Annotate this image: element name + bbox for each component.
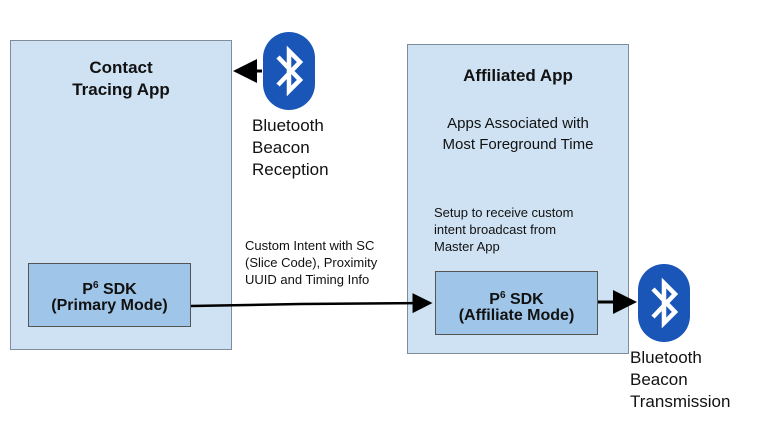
custom-intent-label-line3: UUID and Timing Info [245,272,370,287]
affiliated-app-setup-note: Setup to receive custom intent broadcast… [434,204,573,255]
bluetooth-icon [263,32,315,110]
contact-tracing-app-title-line2: Tracing App [72,80,170,99]
affiliated-app-subtitle-line2: Most Foreground Time [442,136,594,153]
affiliate-sdk-box: P6 SDK (Affiliate Mode) [435,271,598,335]
contact-tracing-app-title: Contact Tracing App [11,57,231,101]
affiliate-sdk-title: P6 SDK [436,286,597,310]
bluetooth-transmission-label: Bluetooth Beacon Transmission [630,347,730,413]
setup-note-line3: Master App [434,239,500,254]
primary-sdk-name: P [82,281,93,298]
bluetooth-transmission-line1: Bluetooth [630,348,702,367]
affiliated-app-subtitle-line1: Apps Associated with [447,115,589,132]
bluetooth-reception-line3: Reception [252,160,329,179]
primary-sdk-box: P6 SDK (Primary Mode) [28,263,191,327]
custom-intent-label: Custom Intent with SC (Slice Code), Prox… [245,237,377,288]
setup-note-line2: intent broadcast from [434,222,557,237]
primary-sdk-title: P6 SDK [29,276,190,300]
custom-intent-arrow [190,293,433,314]
primary-sdk-suffix: SDK [98,281,137,298]
affiliate-sdk-superscript: 6 [499,290,506,301]
bluetooth-icon [638,264,690,342]
bluetooth-transmission-line3: Transmission [630,392,731,411]
affiliated-app-subtitle: Apps Associated with Most Foreground Tim… [408,113,628,155]
primary-sdk-superscript: 6 [92,280,99,291]
bluetooth-transmission-line2: Beacon [630,370,688,389]
affiliate-sdk-name: P [489,291,500,308]
contact-tracing-app-title-line1: Contact [89,58,153,77]
bluetooth-reception-line2: Beacon [252,138,310,157]
custom-intent-label-line2: (Slice Code), Proximity [245,255,378,270]
affiliate-sdk-suffix: SDK [505,291,544,308]
primary-sdk-mode: (Primary Mode) [51,297,168,314]
affiliated-app-title: Affiliated App [463,66,573,85]
setup-note-line1: Setup to receive custom [434,205,574,220]
bluetooth-reception-label: Bluetooth Beacon Reception [252,115,329,181]
affiliate-sdk-mode: (Affiliate Mode) [458,307,575,324]
bluetooth-reception-line1: Bluetooth [252,116,324,135]
custom-intent-label-line1: Custom Intent with SC [245,238,375,253]
